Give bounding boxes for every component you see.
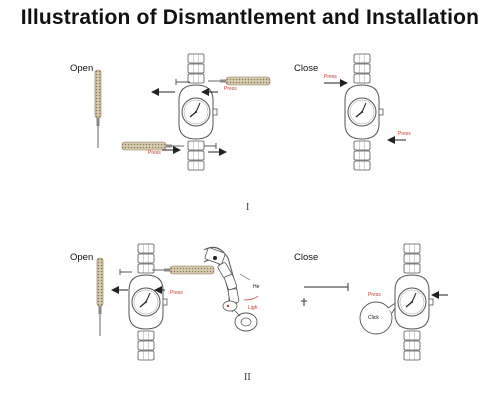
press-label: Press [368,292,381,298]
watch-illustration [178,53,218,171]
press-label: Press [324,74,337,80]
open-label: Open [70,63,94,74]
tool-illustration [121,141,185,151]
small-mark: Ligh [248,305,258,311]
section-numeral: I [246,202,250,213]
tool-illustration [151,265,215,275]
tool-illustration [207,76,271,86]
watch-illustration [344,53,384,171]
press-label: Press [398,131,411,137]
bracelet-detail-illustration [203,246,259,332]
press-label: Press [224,86,237,92]
close-label: Close [294,63,319,74]
watch-illustration [394,243,434,361]
open-label: Open [70,252,94,263]
page-title: Illustration of Dismantlement and Instal… [20,6,480,29]
close-label: Close [294,252,319,263]
click-label: Click [368,315,379,321]
tool-illustration [96,257,104,337]
watch-illustration [128,243,168,361]
press-label: Press [148,150,161,156]
small-mark: He [253,284,260,290]
pin-illustration [301,283,349,306]
press-label: Press [170,290,183,296]
section-numeral: II [244,372,251,383]
tool-illustration [94,69,102,149]
click-callout [359,299,401,335]
